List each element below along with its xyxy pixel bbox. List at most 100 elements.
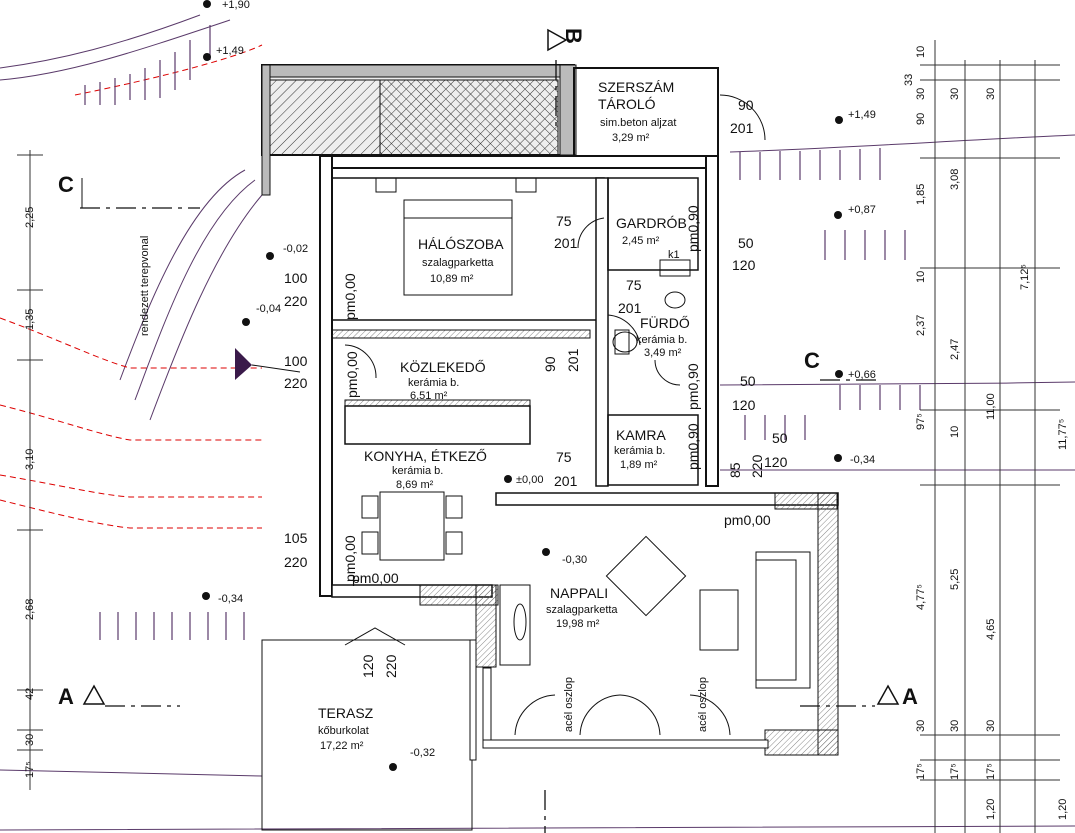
opening-dim: 120 bbox=[732, 257, 756, 273]
right-dim: 2,37 bbox=[915, 315, 927, 336]
left-dim: 17⁵ bbox=[24, 761, 36, 778]
floor-marker: pm0,00 bbox=[352, 570, 399, 586]
room-terasz-name: TERASZ bbox=[318, 705, 374, 721]
opening-dim: 120 bbox=[360, 654, 376, 678]
right-dim: 11,00 bbox=[985, 393, 997, 420]
left-dim: 42 bbox=[24, 688, 36, 700]
floor-marker: pm0,00 bbox=[724, 512, 771, 528]
right-dim: 3,08 bbox=[949, 169, 961, 190]
column-label: acél oszlop bbox=[697, 677, 709, 732]
room-konyha-area: 8,69 m² bbox=[396, 479, 434, 491]
floor-marker: pm0,00 bbox=[344, 351, 360, 398]
right-dim: 1,20 bbox=[985, 799, 997, 820]
opening-dim: 100 bbox=[284, 353, 308, 369]
opening-dim: 90 bbox=[738, 97, 754, 113]
room-nappali-area: 19,98 m² bbox=[556, 618, 600, 630]
room-haloszoba-floor: szalagparketta bbox=[422, 257, 494, 269]
right-dim: 11,77⁵ bbox=[1057, 419, 1069, 450]
opening-dim: 201 bbox=[554, 473, 578, 489]
level-label: +1,49 bbox=[848, 109, 876, 121]
room-kozlekedo-area: 6,51 m² bbox=[410, 390, 448, 402]
left-dim: 3,10 bbox=[24, 449, 36, 470]
level-label: -0,04 bbox=[256, 303, 281, 315]
right-dim: 10 bbox=[915, 271, 927, 283]
room-kamra-area: 1,89 m² bbox=[620, 459, 658, 471]
building-walls bbox=[261, 64, 839, 831]
right-dim: 10 bbox=[949, 426, 961, 438]
room-terasz-floor: kőburkolat bbox=[318, 725, 369, 737]
floor-marker: pm0,90 bbox=[685, 205, 701, 252]
right-dim: 17⁵ bbox=[915, 763, 927, 780]
floor-marker: pm0,00 bbox=[342, 273, 358, 320]
right-dim: 17⁵ bbox=[949, 763, 961, 780]
room-nappali-name: NAPPALI bbox=[550, 585, 608, 601]
floor-marker: pm0,90 bbox=[685, 363, 701, 410]
room-furdo-name: FÜRDŐ bbox=[640, 314, 690, 331]
section-b-triangle-icon bbox=[547, 28, 568, 52]
room-szerszam-area: 3,29 m² bbox=[612, 132, 650, 144]
right-dim: 17⁵ bbox=[985, 763, 997, 780]
opening-dim: 201 bbox=[554, 235, 578, 251]
room-gardrob-name: GARDRÓB bbox=[616, 215, 687, 231]
section-a-triangle-icon bbox=[82, 684, 106, 705]
right-dim: 90 bbox=[915, 113, 927, 125]
level-label: -0,30 bbox=[562, 554, 587, 566]
level-label: -0,34 bbox=[218, 593, 243, 605]
floor-marker: pm0,90 bbox=[685, 423, 701, 470]
right-dim: 10 bbox=[915, 46, 927, 58]
room-kozlekedo-name: KÖZLEKEDŐ bbox=[400, 358, 486, 375]
right-dim: 30 bbox=[915, 88, 927, 100]
right-dim: 30 bbox=[949, 720, 961, 732]
left-dim: 2,25 bbox=[24, 207, 36, 228]
opening-dim: 120 bbox=[732, 397, 756, 413]
right-dim: 33 bbox=[903, 74, 915, 86]
section-a2-triangle-icon bbox=[876, 684, 900, 705]
section-label-a2: A bbox=[902, 684, 918, 709]
room-konyha-name: KONYHA, ÉTKEZŐ bbox=[364, 448, 487, 464]
right-dim: 5,25 bbox=[949, 569, 961, 590]
right-dim: 4,65 bbox=[985, 619, 997, 640]
room-kozlekedo-floor: kerámia b. bbox=[408, 377, 459, 389]
room-haloszoba-area: 10,89 m² bbox=[430, 273, 474, 285]
level-label: -0,02 bbox=[283, 243, 308, 255]
right-dim: 97⁵ bbox=[915, 413, 927, 430]
room-szerszam-floor: sim.beton aljzat bbox=[600, 117, 676, 129]
level-label: +0,87 bbox=[848, 204, 876, 216]
opening-dim: 105 bbox=[284, 530, 308, 546]
right-dim: 30 bbox=[949, 88, 961, 100]
level-label: +0,66 bbox=[848, 369, 876, 381]
opening-dim: 50 bbox=[772, 430, 788, 446]
opening-dim: 220 bbox=[284, 293, 308, 309]
opening-dim: 220 bbox=[383, 654, 399, 678]
left-dim: 1,35 bbox=[24, 309, 36, 330]
right-dim: 1,20 bbox=[1057, 799, 1069, 820]
furniture bbox=[361, 177, 811, 689]
level-markers bbox=[202, 0, 843, 771]
left-dim: 30 bbox=[24, 734, 36, 746]
level-label: ±0,00 bbox=[516, 474, 543, 486]
room-gardrob-area: 2,45 m² bbox=[622, 235, 660, 247]
terrain-dashed-lines bbox=[0, 44, 263, 529]
room-szerszam-name2: TÁROLÓ bbox=[598, 96, 656, 112]
opening-dim: 201 bbox=[730, 120, 754, 136]
level-label: +1,90 bbox=[222, 0, 250, 11]
section-label-a: A bbox=[58, 684, 74, 709]
opening-dim: 220 bbox=[284, 554, 308, 570]
section-lines bbox=[80, 60, 880, 833]
room-nappali-floor: szalagparketta bbox=[546, 604, 618, 616]
terrain-label: rendezett terepvonal bbox=[139, 236, 151, 336]
room-szerszam-name: SZERSZÁM bbox=[598, 79, 674, 95]
opening-dim: 220 bbox=[749, 454, 765, 478]
opening-dim: 75 bbox=[556, 449, 572, 465]
column-label: acél oszlop bbox=[563, 677, 575, 732]
opening-dim: 90 bbox=[542, 356, 558, 372]
right-dim: 30 bbox=[985, 88, 997, 100]
opening-dim: 75 bbox=[556, 213, 572, 229]
room-konyha-floor: kerámia b. bbox=[392, 465, 443, 477]
right-dim: 1,85 bbox=[915, 184, 927, 205]
right-dim: 4,77⁵ bbox=[915, 584, 927, 610]
level-label: +1,49 bbox=[216, 45, 244, 57]
ground-ticks bbox=[84, 25, 921, 640]
opening-dim: 100 bbox=[284, 270, 308, 286]
